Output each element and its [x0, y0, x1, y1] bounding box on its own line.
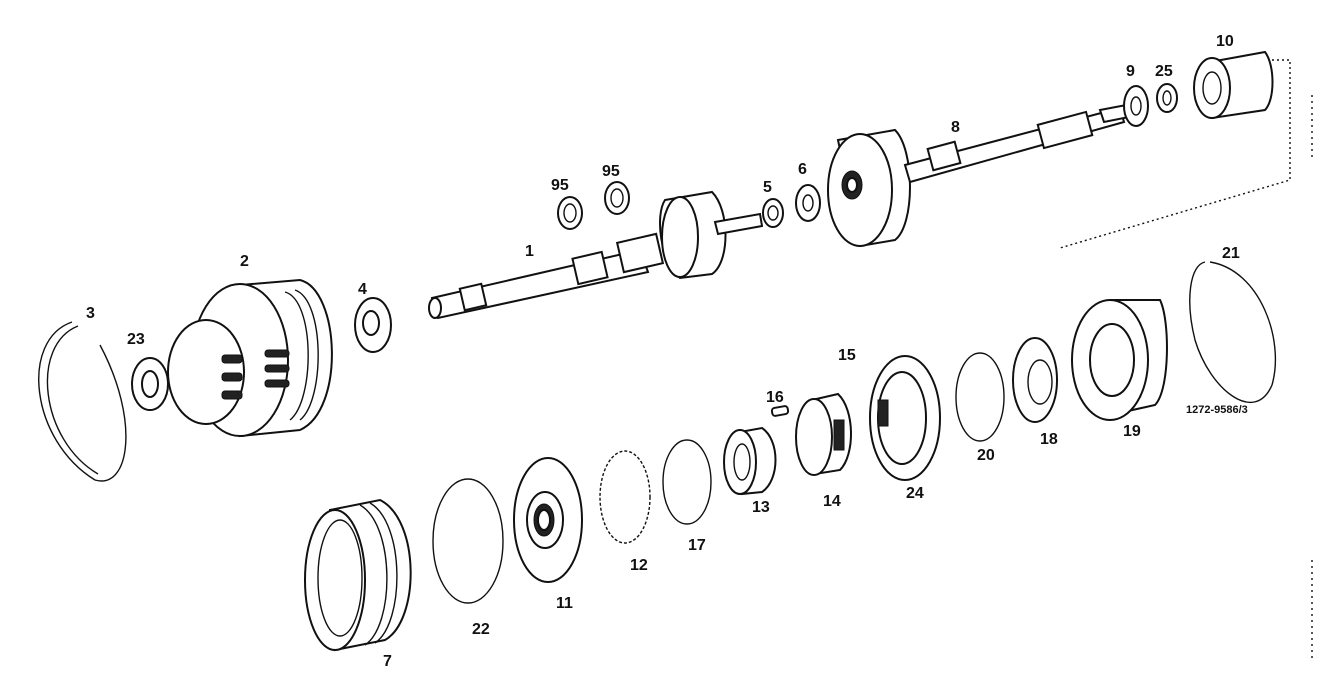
callout-16: 16 [766, 389, 784, 406]
part-25-bearing [1156, 83, 1178, 113]
part-10-sleeve [1193, 50, 1274, 120]
part-7-drum [304, 498, 412, 652]
callout-18: 18 [1040, 431, 1058, 448]
callout-5: 5 [763, 179, 772, 196]
part-11-plate [513, 457, 583, 583]
callout-10: 10 [1216, 33, 1234, 50]
callout-9: 9 [1126, 63, 1135, 80]
callout-95-b: 95 [602, 163, 620, 180]
part-5-bushing [762, 198, 784, 228]
part-12-ring [599, 450, 651, 544]
part-23-washer [131, 357, 169, 411]
callout-13: 13 [752, 499, 770, 516]
callout-15: 15 [838, 347, 856, 364]
callout-19: 19 [1123, 423, 1141, 440]
part-1-input-shaft [428, 190, 764, 320]
part-22-ring [432, 478, 504, 604]
diagram-reference-number: 1272-9586/3 [1186, 404, 1248, 416]
part-13-hub [723, 426, 777, 496]
callout-14: 14 [823, 493, 841, 510]
part-18-plate [1012, 337, 1058, 423]
callout-7: 7 [383, 653, 392, 670]
callout-2: 2 [240, 253, 249, 270]
part-8-planetary-carrier-shaft [827, 100, 1146, 248]
callout-95-a: 95 [551, 177, 569, 194]
part-20-ring [955, 352, 1005, 442]
part-95-ring-a [557, 196, 583, 230]
callout-20: 20 [977, 447, 995, 464]
callout-25: 25 [1155, 63, 1173, 80]
callout-21: 21 [1222, 245, 1240, 262]
part-9-washer [1123, 85, 1149, 127]
callout-23: 23 [127, 331, 145, 348]
part-14-freewheel [795, 392, 852, 476]
part-19-carrier [1071, 299, 1168, 421]
part-4-thrust-washer [354, 297, 392, 353]
callout-1: 1 [525, 243, 534, 260]
callout-17: 17 [688, 537, 706, 554]
callout-12: 12 [630, 557, 648, 574]
callout-11: 11 [556, 595, 573, 612]
part-2-housing [167, 278, 333, 438]
part-3-snap-ring [38, 321, 127, 482]
part-95-ring-b [604, 181, 630, 215]
part-16-pin [770, 405, 790, 417]
callout-22: 22 [472, 621, 490, 638]
callout-4: 4 [358, 281, 367, 298]
callout-6: 6 [798, 161, 807, 178]
part-17-ring [662, 439, 712, 525]
part-6-bearing [795, 184, 821, 222]
part-24-outer-race [869, 355, 941, 481]
callout-8: 8 [951, 119, 960, 136]
part-21-snap-ring [1189, 261, 1276, 404]
callout-3: 3 [86, 305, 95, 322]
callout-24: 24 [906, 485, 924, 502]
